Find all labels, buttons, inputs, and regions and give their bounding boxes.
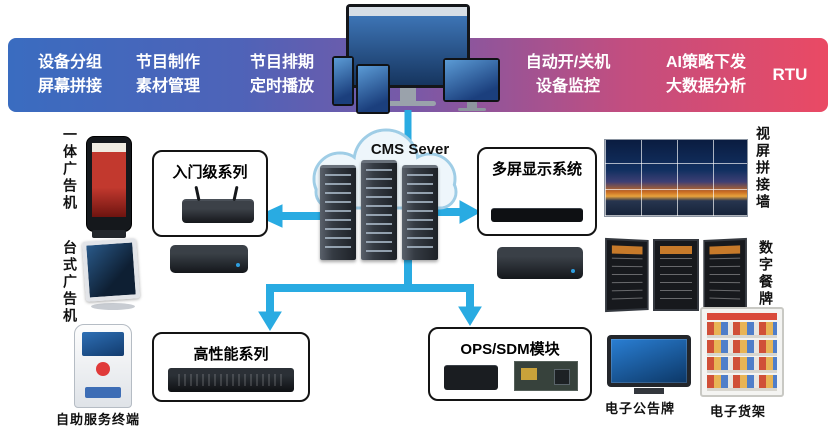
monitor-stand xyxy=(400,88,416,101)
antenna xyxy=(194,185,201,202)
banner-text: 素材管理 xyxy=(135,78,200,95)
banner-text: RTU xyxy=(772,65,808,84)
shelf-row xyxy=(707,375,777,391)
digital-menu-board-image xyxy=(604,237,748,313)
all-in-one-kiosk-image xyxy=(86,136,132,238)
bulletin-screen xyxy=(611,339,687,383)
label-bulletin-board: 电子公告牌 xyxy=(605,401,676,416)
box-entry-series: 入门级系列 xyxy=(152,150,268,237)
box-performance-series: 高性能系列 xyxy=(152,332,310,402)
cms-server-label: CMS Sever xyxy=(370,141,450,158)
banner-text: 自动开/关机 xyxy=(525,54,611,71)
terminal-panel xyxy=(85,387,121,398)
server-tower xyxy=(402,165,438,260)
label-video-wall: 视屏拼接墙 xyxy=(755,126,771,211)
box-multiscreen-label: 多屏显示系统 xyxy=(491,161,582,178)
bulletin-board-image xyxy=(607,335,691,387)
ops-module-device xyxy=(444,365,498,390)
menu-panel xyxy=(703,237,747,313)
shelf-header xyxy=(707,313,777,320)
banner-item-grouping: 设备分组 屏幕拼接 xyxy=(22,51,118,99)
arrow-to-bottom-boxes xyxy=(258,250,482,331)
banner-text: 屏幕拼接 xyxy=(37,78,102,95)
box-ops-label: OPS/SDM模块 xyxy=(460,341,560,358)
banner-item-ai: AI策略下发 大数据分析 xyxy=(646,51,766,99)
label-digital-menu: 数字餐牌 xyxy=(758,240,774,308)
phone-device xyxy=(332,56,354,106)
label-all-in-one-kiosk: 一体广告机 xyxy=(62,127,78,212)
self-service-terminal-image xyxy=(74,324,136,410)
menu-panel xyxy=(605,237,649,313)
shelf-row xyxy=(707,339,777,356)
kiosk-screen xyxy=(92,143,126,217)
performance-player-device xyxy=(168,368,294,392)
shelf-row xyxy=(707,321,777,338)
box-performance-label: 高性能系列 xyxy=(193,346,269,363)
video-wall-image xyxy=(604,139,748,217)
terminal-screen xyxy=(82,332,124,356)
server-tower xyxy=(320,165,356,260)
banner-text: 节目排期 xyxy=(249,54,314,71)
kiosk-base xyxy=(92,230,126,238)
label-self-service-terminal: 自助服务终端 xyxy=(56,412,141,427)
banner-text: 设备分组 xyxy=(37,54,102,71)
multiscreen-player-device xyxy=(491,208,583,222)
label-electronic-shelf: 电子货架 xyxy=(710,404,767,419)
menu-panel xyxy=(652,239,700,311)
box-ops-sdm-module: OPS/SDM模块 xyxy=(428,327,592,401)
banner-item-scheduling: 节目排期 定时播放 xyxy=(234,51,330,99)
bulletin-stand xyxy=(607,388,691,394)
cms-server-rack xyxy=(320,160,438,260)
desktop-ad-display-image xyxy=(81,238,142,318)
box-multiscreen-system: 多屏显示系统 xyxy=(477,147,597,236)
monitor-base xyxy=(380,101,436,106)
banner-text: 节目制作 xyxy=(135,54,200,71)
entry-router-device xyxy=(182,185,254,223)
desktop-display-screen xyxy=(81,238,141,302)
banner-text: 定时播放 xyxy=(249,78,314,95)
multiscreen-settop-device xyxy=(497,247,583,279)
banner-text: 大数据分析 xyxy=(665,78,746,95)
banner-text: 设备监控 xyxy=(535,78,600,95)
desktop-display-base xyxy=(91,303,135,310)
banner-item-production: 节目制作 素材管理 xyxy=(120,51,216,99)
banner-text: AI策略下发 xyxy=(665,54,746,71)
label-desktop-ad-display: 台式广告机 xyxy=(62,240,78,325)
banner-item-rtu: RTU xyxy=(758,63,822,87)
terminal-logo xyxy=(96,362,110,376)
shelf-row xyxy=(707,357,777,374)
entry-settop-device xyxy=(170,245,248,273)
box-entry-label: 入门级系列 xyxy=(172,164,248,181)
server-tower xyxy=(361,160,397,260)
antenna xyxy=(232,185,239,202)
secondary-monitor xyxy=(443,58,500,114)
sdm-board-device xyxy=(514,361,578,391)
electronic-shelf-image xyxy=(700,307,784,397)
banner-item-monitoring: 自动开/关机 设备监控 xyxy=(508,51,628,99)
tablet-device xyxy=(356,64,390,114)
